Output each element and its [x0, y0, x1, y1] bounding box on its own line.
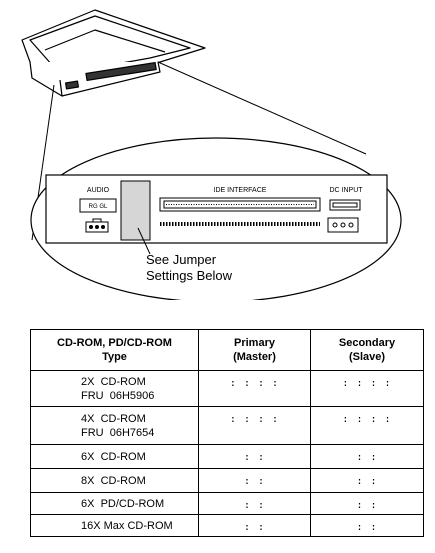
primary-jumper-cell: : :	[198, 468, 311, 493]
secondary-jumper-cell: : : : :	[310, 370, 424, 407]
dc-input-connector	[327, 199, 361, 233]
audio-connector	[85, 218, 109, 233]
header-primary: Primary (Master)	[198, 329, 311, 371]
secondary-jumper-cell: : :	[310, 444, 424, 469]
type-cell: 4X CD-ROM FRU 06H7654	[30, 406, 199, 445]
drive-unit-illustration	[21, 9, 206, 97]
type-cell: 16X Max CD-ROM	[30, 514, 199, 537]
secondary-jumper-cell: : :	[310, 468, 424, 493]
callout-leader	[137, 227, 151, 255]
callout-line-2: Settings Below	[146, 268, 232, 283]
primary-jumper-cell: : :	[198, 444, 311, 469]
cdrom-rear-panel-diagram: AUDIO RG GL IDE INTERFACE DC INPUT	[21, 9, 402, 300]
audio-pin-label: RG GL	[89, 204, 108, 210]
type-cell: 2X CD-ROM FRU 06H5906	[30, 370, 199, 407]
ide-label: IDE INTERFACE	[214, 187, 267, 194]
jumper-settings-table: CD-ROM, PD/CD-ROM Type Primary (Master) …	[30, 329, 424, 537]
table-row: 2X CD-ROM FRU 06H5906 : : : : : : : :	[30, 370, 424, 407]
type-cell: 8X CD-ROM	[30, 468, 199, 493]
type-cell: 6X CD-ROM	[30, 444, 199, 469]
table-row: 6X PD/CD-ROM : : : :	[30, 492, 424, 515]
dc-input-label: DC INPUT	[329, 187, 363, 194]
primary-jumper-cell: : : : :	[198, 406, 311, 445]
audio-pin-box	[79, 198, 117, 213]
primary-jumper-cell: : :	[198, 514, 311, 537]
header-type: CD-ROM, PD/CD-ROM Type	[30, 329, 199, 371]
secondary-jumper-cell: : :	[310, 492, 424, 515]
jumper-callout: See Jumper Settings Below	[146, 252, 232, 284]
secondary-jumper-cell: : :	[310, 514, 424, 537]
secondary-jumper-cell: : : : :	[310, 406, 424, 445]
table-header-row: CD-ROM, PD/CD-ROM Type Primary (Master) …	[30, 329, 424, 371]
audio-label: AUDIO	[87, 187, 110, 194]
header-secondary: Secondary (Slave)	[310, 329, 424, 371]
type-cell: 6X PD/CD-ROM	[30, 492, 199, 515]
table-row: 16X Max CD-ROM : : : :	[30, 514, 424, 537]
ide-connector	[159, 197, 321, 212]
primary-jumper-cell: : :	[198, 492, 311, 515]
callout-line-1: See Jumper	[146, 252, 217, 267]
table-row: 4X CD-ROM FRU 06H7654 : : : : : : : :	[30, 406, 424, 445]
table-row: 8X CD-ROM : : : :	[30, 468, 424, 493]
primary-jumper-cell: : : : :	[198, 370, 311, 407]
jumper-block	[120, 180, 151, 241]
table-row: 6X CD-ROM : : : :	[30, 444, 424, 469]
